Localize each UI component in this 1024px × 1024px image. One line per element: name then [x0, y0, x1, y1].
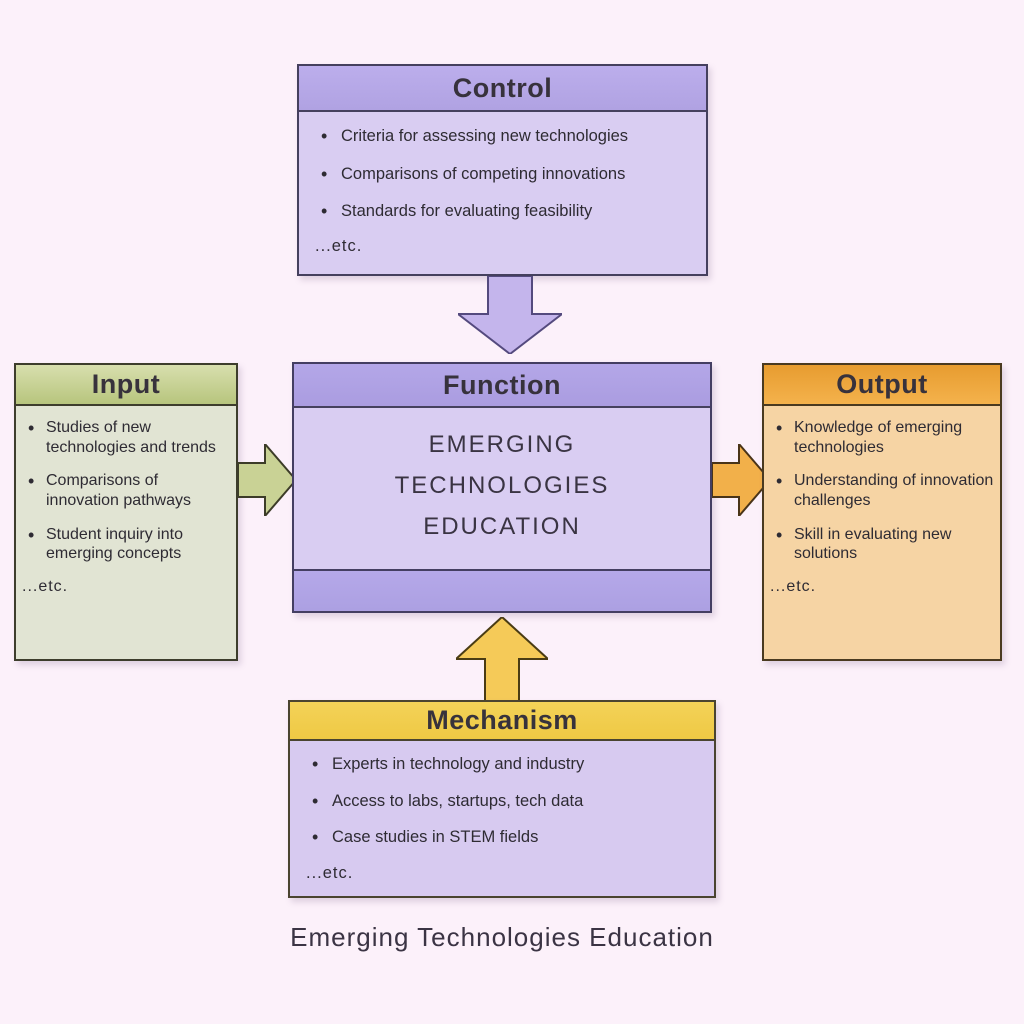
- bullet-item: Studies of new technologies and trends: [28, 417, 230, 457]
- bullet-text: Understanding of innovation challenges: [794, 472, 994, 510]
- bullet-item: Understanding of innovation challenges: [776, 470, 994, 510]
- bullet-text: Comparisons of competing innovations: [341, 164, 626, 183]
- bullet-item: Experts in technology and industry: [312, 753, 700, 775]
- control-header: Control: [299, 66, 706, 112]
- function-body: EMERGING TECHNOLOGIES EDUCATION: [294, 408, 710, 569]
- input-bullet-list: Studies of new technologies and trends C…: [16, 417, 236, 564]
- output-bullet-list: Knowledge of emerging technologies Under…: [764, 417, 1000, 564]
- etc-label: ...etc.: [22, 578, 69, 596]
- mechanism-box: Mechanism Experts in technology and indu…: [288, 700, 716, 898]
- mechanism-title: Mechanism: [426, 705, 578, 735]
- control-title: Control: [452, 72, 553, 103]
- function-title: Function: [443, 369, 561, 400]
- mechanism-to-function-arrow-icon: [456, 617, 548, 702]
- diagram-caption: Emerging Technologies Education: [290, 922, 714, 952]
- bullet-text: Standards for evaluating feasibility: [341, 202, 593, 221]
- mechanism-header: Mechanism: [290, 702, 714, 741]
- bullet-text: Comparisons of innovation pathways: [46, 472, 191, 510]
- bullet-text: Case studies in STEM fields: [332, 828, 539, 847]
- bullet-item: Case studies in STEM fields: [312, 826, 700, 848]
- bullet-text: Studies of new technologies and trends: [46, 419, 216, 456]
- bullet-item: Knowledge of emerging technologies: [776, 417, 994, 457]
- function-line: EDUCATION: [423, 512, 581, 540]
- control-bullet-list: Criteria for assessing new technologies …: [299, 125, 706, 222]
- function-box: Function EMERGING TECHNOLOGIES EDUCATION: [292, 362, 712, 613]
- input-header: Input: [16, 365, 236, 406]
- output-title: Output: [836, 369, 928, 399]
- bullet-item: Student inquiry into emerging concepts: [28, 524, 230, 564]
- output-header: Output: [764, 365, 1000, 406]
- function-line: EMERGING: [428, 430, 576, 458]
- bullet-item: Skill in evaluating new solutions: [776, 524, 994, 564]
- bullet-item: Standards for evaluating feasibility: [321, 200, 692, 222]
- function-footer-band: [294, 569, 710, 611]
- bullet-text: Access to labs, startups, tech data: [332, 791, 584, 810]
- function-line: TECHNOLOGIES: [394, 471, 610, 499]
- etc-label: ...etc.: [315, 236, 363, 255]
- input-body: Studies of new technologies and trends C…: [16, 406, 236, 659]
- input-to-function-arrow-icon: [238, 444, 296, 516]
- bullet-item: Criteria for assessing new technologies: [321, 125, 692, 147]
- input-box: Input Studies of new technologies and tr…: [14, 363, 238, 661]
- input-title: Input: [91, 369, 161, 399]
- mechanism-bullet-list: Experts in technology and industry Acces…: [290, 753, 714, 848]
- bullet-text: Experts in technology and industry: [332, 755, 585, 773]
- bullet-item: Comparisons of innovation pathways: [28, 470, 230, 510]
- control-body: Criteria for assessing new technologies …: [299, 112, 706, 274]
- bullet-text: Student inquiry into emerging concepts: [46, 525, 183, 563]
- bullet-item: Comparisons of competing innovations: [321, 163, 692, 185]
- control-box: Control Criteria for assessing new techn…: [297, 64, 708, 276]
- bullet-item: Access to labs, startups, tech data: [312, 790, 700, 812]
- etc-label: ...etc.: [770, 578, 817, 596]
- function-to-output-arrow-icon: [712, 444, 770, 516]
- etc-label: ...etc.: [306, 863, 354, 882]
- output-box: Output Knowledge of emerging technologie…: [762, 363, 1002, 661]
- bullet-text: Knowledge of emerging technologies: [794, 419, 963, 456]
- bullet-text: Skill in evaluating new solutions: [794, 525, 952, 563]
- function-header: Function: [294, 364, 710, 408]
- control-to-function-arrow-icon: [458, 276, 562, 354]
- mechanism-body: Experts in technology and industry Acces…: [290, 741, 714, 896]
- bullet-text: Criteria for assessing new technologies: [341, 127, 629, 145]
- output-body: Knowledge of emerging technologies Under…: [764, 406, 1000, 659]
